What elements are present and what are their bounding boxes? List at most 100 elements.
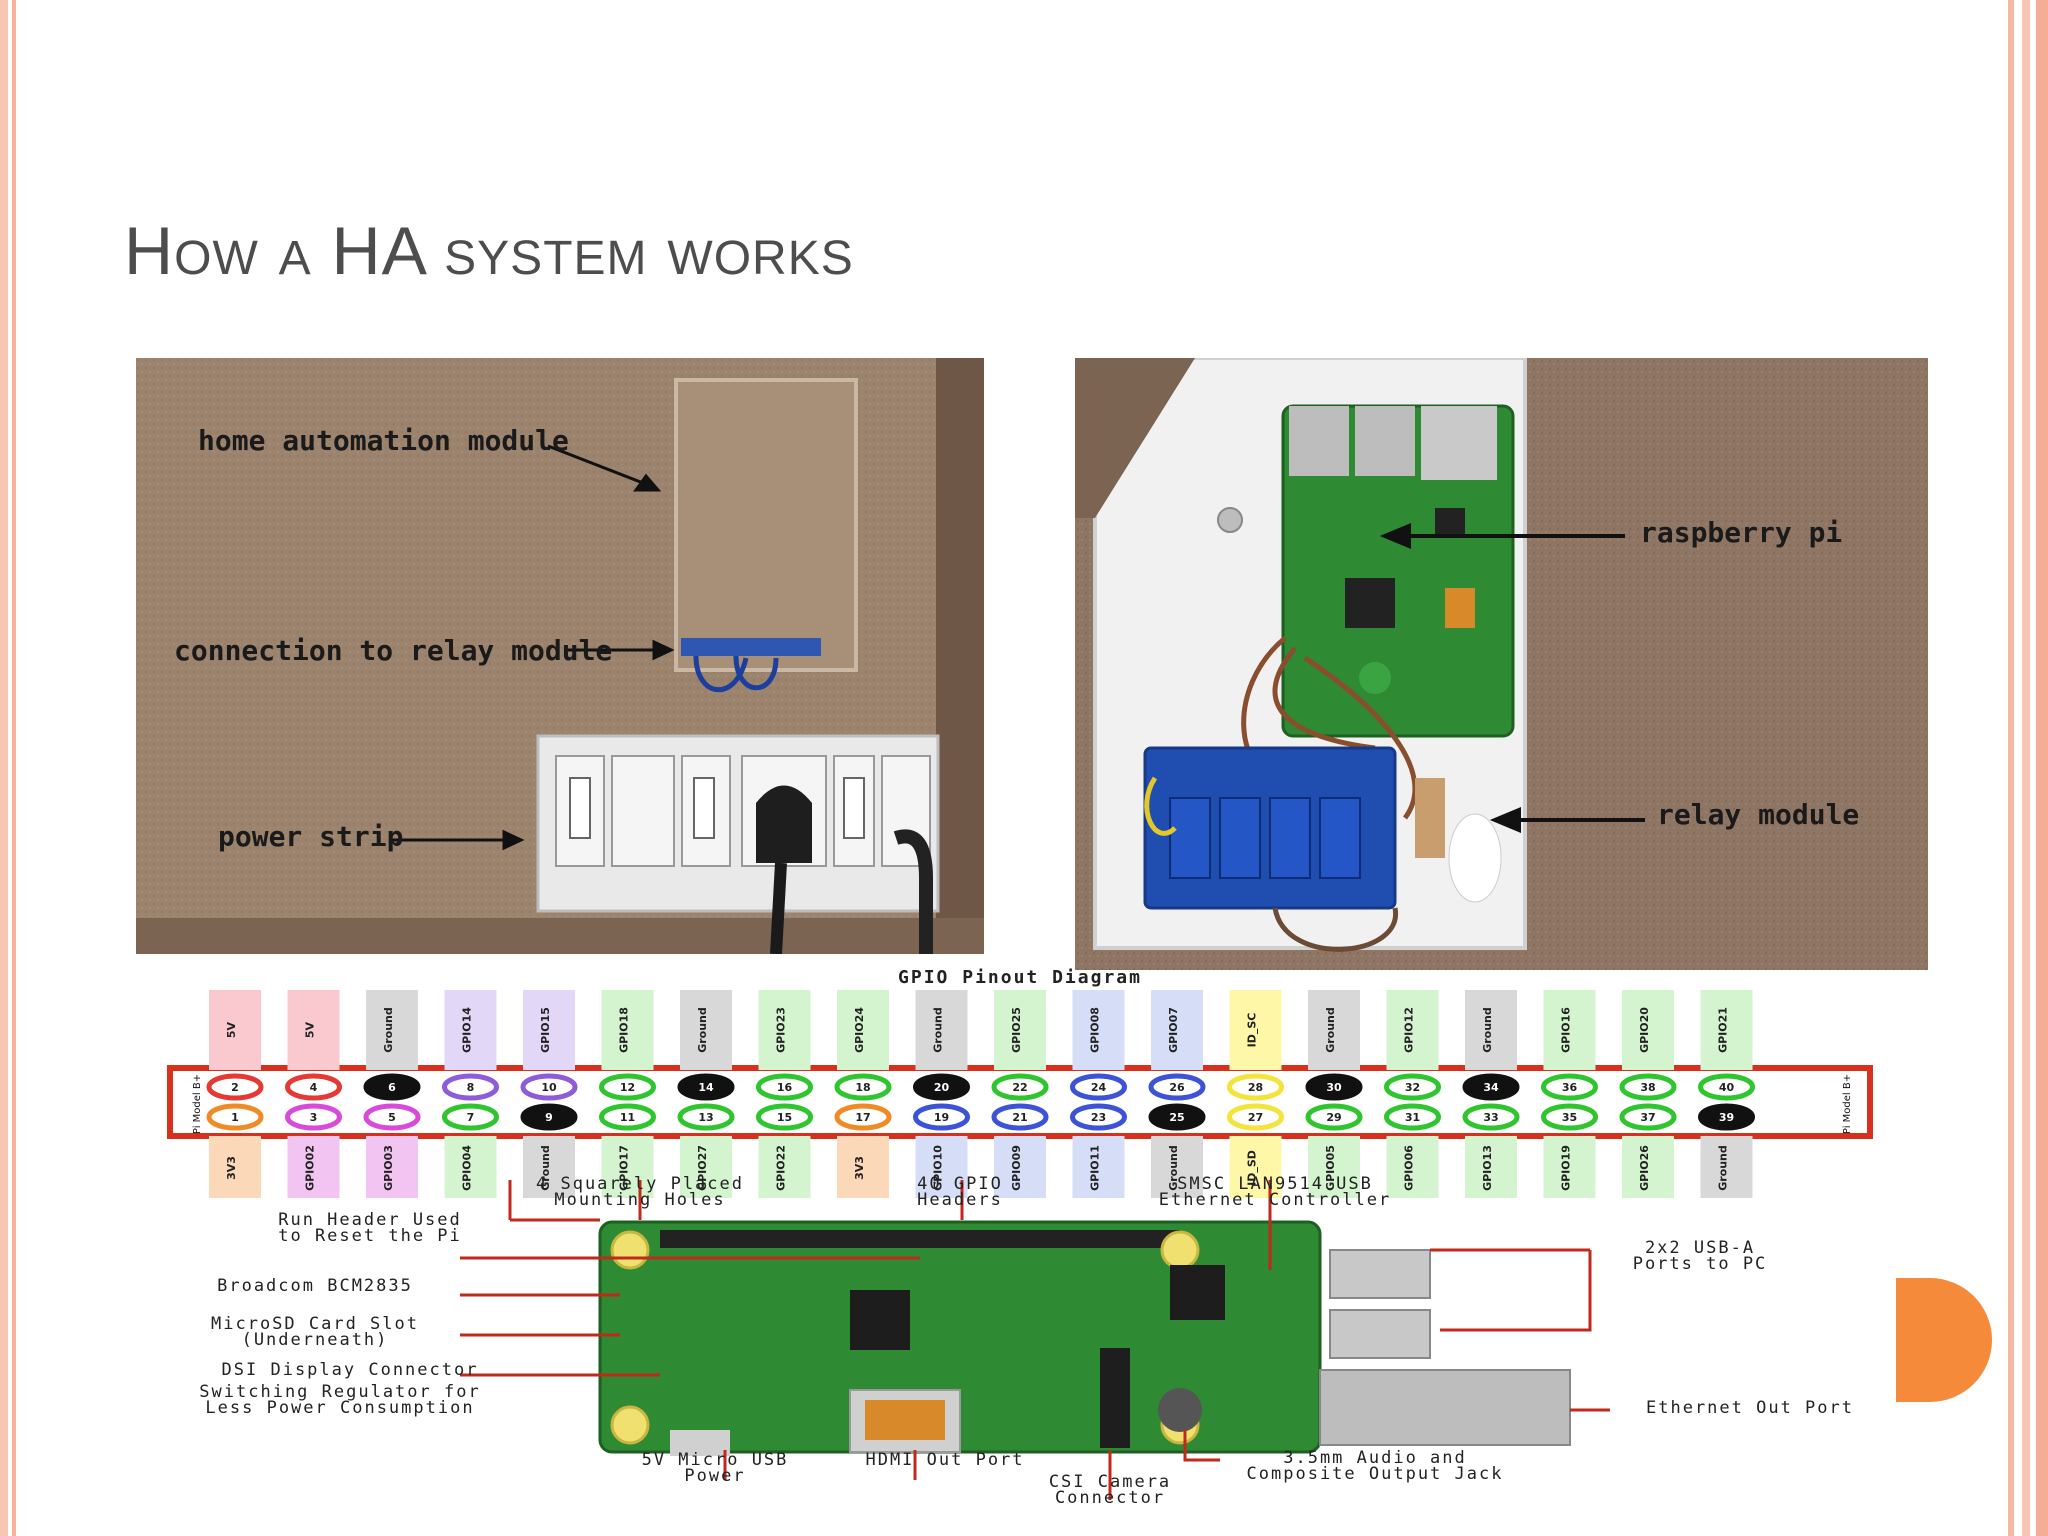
callout-audio: 3.5mm Audio and Composite Output Jack [1246, 1448, 1504, 1484]
pin-number-bottom: 3 [310, 1111, 318, 1124]
slide-title: How a HA system works [124, 213, 854, 289]
pin-name-bottom: GPIO05 [1324, 1145, 1337, 1191]
pin-name-top: Ground [1481, 1007, 1494, 1053]
pin-name-top: GPIO07 [1167, 1007, 1180, 1053]
pin-circle-top [1541, 1073, 1598, 1101]
pin-name-top: GPIO16 [1560, 1007, 1573, 1053]
pin-label-tab [915, 1136, 968, 1198]
pin-circle-top [442, 1073, 499, 1101]
pin-label-tab [915, 990, 968, 1070]
pin-circle-bottom [363, 1103, 421, 1131]
pin-name-top: GPIO23 [775, 1007, 788, 1053]
pin-name-bottom: GPIO11 [1089, 1145, 1102, 1191]
callout-micro-usb: 5V Micro USB Power [641, 1450, 789, 1486]
pin-circle-top [285, 1073, 342, 1101]
pin-number-top: 34 [1483, 1081, 1499, 1094]
pin-name-top: ID_SC [1246, 1013, 1259, 1048]
pin-name-bottom: 3V3 [225, 1156, 238, 1180]
callout-csi: CSI Camera Connector [1048, 1472, 1172, 1508]
pin-number-bottom: 15 [777, 1111, 792, 1124]
pin-number-bottom: 29 [1326, 1111, 1341, 1124]
callout-hdmi: HDMI Out Port [865, 1450, 1025, 1470]
pin-circle-top [1619, 1073, 1677, 1101]
pin-label-tab [1308, 1136, 1360, 1198]
pin-number-top: 26 [1169, 1081, 1185, 1094]
pin-number-top: 30 [1326, 1081, 1342, 1094]
pin-name-top: GPIO14 [461, 1007, 474, 1053]
pin-label-tab [1151, 1136, 1203, 1198]
pin-circle-top [1227, 1073, 1284, 1101]
pin-number-bottom: 9 [545, 1111, 553, 1124]
pin-name-bottom: GPIO09 [1010, 1145, 1023, 1191]
pin-circle-top [756, 1073, 813, 1101]
pin-name-bottom: GPIO06 [1403, 1145, 1416, 1191]
pin-circle-bottom [834, 1103, 892, 1131]
pin-label-tab [1700, 1136, 1753, 1198]
pin-circle-bottom [1070, 1103, 1127, 1131]
pin-label-tab [444, 990, 497, 1070]
pin-number-bottom: 1 [231, 1111, 239, 1124]
pin-number-bottom: 7 [467, 1111, 475, 1124]
pin-number-top: 14 [698, 1081, 714, 1094]
pin-number-bottom: 21 [1012, 1111, 1027, 1124]
pin-label-tab [680, 990, 732, 1070]
pin-number-bottom: 35 [1562, 1111, 1577, 1124]
pin-number-bottom: 25 [1169, 1111, 1184, 1124]
pin-label-tab [523, 990, 575, 1070]
pin-label-tab [1072, 990, 1125, 1070]
pin-circle-top [1070, 1073, 1127, 1101]
callout-ethernet-port: Ethernet Out Port [1646, 1398, 1854, 1418]
pin-circle-bottom [285, 1103, 342, 1131]
pin-number-top: 4 [310, 1081, 318, 1094]
board-label-left: Pi Model B+ [192, 1074, 203, 1134]
pin-name-bottom: GPIO04 [461, 1145, 474, 1191]
pin-name-bottom: GPIO10 [932, 1145, 945, 1191]
pin-label-tab [1386, 990, 1439, 1070]
pin-label-tab [1465, 990, 1517, 1070]
pin-circle-bottom [599, 1103, 656, 1131]
pin-circle-bottom [1462, 1103, 1520, 1131]
label-raspberry-pi: raspberry pi [1640, 516, 1843, 549]
pin-label-tab [994, 1136, 1046, 1198]
pin-circle-top [363, 1073, 421, 1101]
pin-label-tab [287, 990, 340, 1070]
pin-circle-top [206, 1073, 264, 1101]
pin-number-bottom: 13 [698, 1111, 713, 1124]
pinout-header-svg: Pi Model B+ Pi Model B+ 5V25V4Ground6GPI… [167, 990, 1873, 1198]
pin-number-bottom: 31 [1405, 1111, 1420, 1124]
pin-number-top: 8 [467, 1081, 475, 1094]
pin-label-tab [1622, 990, 1674, 1070]
pin-name-bottom: GPIO03 [382, 1145, 395, 1191]
pin-number-bottom: 11 [620, 1111, 635, 1124]
pin-name-bottom: GPIO26 [1638, 1145, 1651, 1191]
pin-name-top: 5V [225, 1021, 238, 1038]
pin-name-top: GPIO15 [539, 1007, 552, 1053]
pin-label-tab [1700, 990, 1753, 1070]
pin-number-top: 36 [1562, 1081, 1578, 1094]
pin-name-top: Ground [932, 1007, 945, 1053]
pin-name-top: GPIO08 [1089, 1007, 1102, 1053]
pinout-title: GPIO Pinout Diagram [898, 967, 1142, 988]
pin-number-top: 22 [1012, 1081, 1027, 1094]
pin-number-bottom: 37 [1640, 1111, 1655, 1124]
pin-circle-bottom [991, 1103, 1049, 1131]
pin-name-bottom: ID_SD [1246, 1150, 1259, 1186]
pin-label-tab [1229, 1136, 1282, 1198]
pin-label-tab [209, 1136, 261, 1198]
pin-circle-bottom [206, 1103, 264, 1131]
pin-circle-bottom [442, 1103, 499, 1131]
pin-circle-top [677, 1073, 735, 1101]
pin-number-top: 10 [541, 1081, 557, 1094]
pin-label-tab [837, 990, 889, 1070]
pin-name-top: Ground [382, 1007, 395, 1053]
pin-name-bottom: GPIO13 [1481, 1145, 1494, 1191]
pin-name-bottom: Ground [1717, 1145, 1730, 1191]
pin-number-bottom: 27 [1248, 1111, 1263, 1124]
raspberry-pi-illustration [1075, 358, 1928, 970]
pin-label-tab [287, 1136, 340, 1198]
pin-label-tab [1386, 1136, 1439, 1198]
pin-circle-top [1698, 1073, 1755, 1101]
pin-name-bottom: Ground [539, 1145, 552, 1191]
pin-number-top: 32 [1405, 1081, 1420, 1094]
pin-number-top: 12 [620, 1081, 635, 1094]
